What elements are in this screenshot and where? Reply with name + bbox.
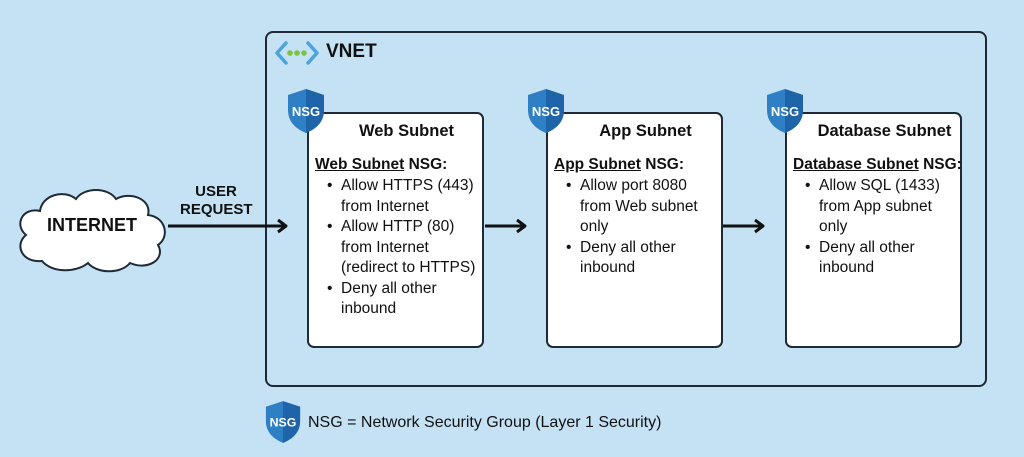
legend-badge-text: NSG: [270, 416, 297, 430]
rule-item: Allow SQL (1433) from App subnet only: [805, 176, 959, 238]
rule-list: Allow SQL (1433) from App subnet only De…: [793, 176, 959, 279]
rule-item: Allow HTTP (80) from Internet (redirect …: [327, 217, 481, 279]
legend-text: NSG = Network Security Group (Layer 1 Se…: [308, 414, 662, 431]
vnet-icon: [275, 41, 319, 65]
user-request-label: USER REQUEST: [180, 183, 253, 219]
arrow-internet-to-web: [168, 218, 288, 234]
web-subnet-box: Web Subnet Web Subnet NSG: Allow HTTPS (…: [307, 112, 484, 348]
internet-label: INTERNET: [47, 215, 137, 235]
nsg-shield-icon: NSG: [528, 89, 564, 133]
rule-list: Allow HTTPS (443) from Internet Allow HT…: [315, 176, 481, 320]
nsg-heading-name: Database Subnet: [793, 156, 919, 173]
user-request-line2: REQUEST: [180, 201, 253, 218]
rule-item: Deny all other inbound: [566, 238, 720, 279]
subnet-title: Database Subnet: [817, 122, 952, 140]
subnet-title: App Subnet: [599, 122, 692, 140]
cloud-icon: [19, 189, 166, 273]
nsg-shield-icon: NSG: [288, 89, 324, 133]
nsg-heading: App Subnet NSG:: [554, 156, 684, 174]
rule-item: Deny all other inbound: [805, 238, 959, 279]
nsg-heading-name: Web Subnet: [315, 156, 405, 173]
nsg-heading-name: App Subnet: [554, 156, 641, 173]
vnet-boundary: [265, 31, 987, 387]
rule-item: Allow HTTPS (443) from Internet: [327, 176, 481, 217]
nsg-heading-suffix: NSG:: [918, 156, 962, 173]
database-subnet-box: Database Subnet Database Subnet NSG: All…: [785, 112, 962, 348]
subnet-title: Web Subnet: [358, 122, 455, 140]
arrow-app-to-database: [723, 218, 765, 234]
nsg-heading-suffix: NSG:: [640, 156, 685, 173]
nsg-badge-text: NSG: [292, 104, 320, 119]
nsg-badge-text: NSG: [532, 104, 560, 119]
rule-item: Allow port 8080 from Web subnet only: [566, 176, 720, 238]
vnet-title: VNET: [326, 41, 377, 62]
app-subnet-box: App Subnet App Subnet NSG: Allow port 80…: [546, 112, 723, 348]
user-request-line1: USER: [195, 183, 237, 200]
nsg-heading-suffix: NSG:: [404, 156, 448, 173]
arrow-web-to-app: [485, 218, 527, 234]
nsg-shield-icon: NSG: [767, 89, 803, 133]
legend-shield-icon: NSG: [265, 401, 301, 443]
nsg-badge-text: NSG: [771, 104, 799, 119]
rule-item: Deny all other inbound: [327, 279, 481, 320]
rule-list: Allow port 8080 from Web subnet only Den…: [554, 176, 720, 279]
nsg-heading: Database Subnet NSG:: [793, 156, 962, 174]
nsg-heading: Web Subnet NSG:: [315, 156, 447, 174]
